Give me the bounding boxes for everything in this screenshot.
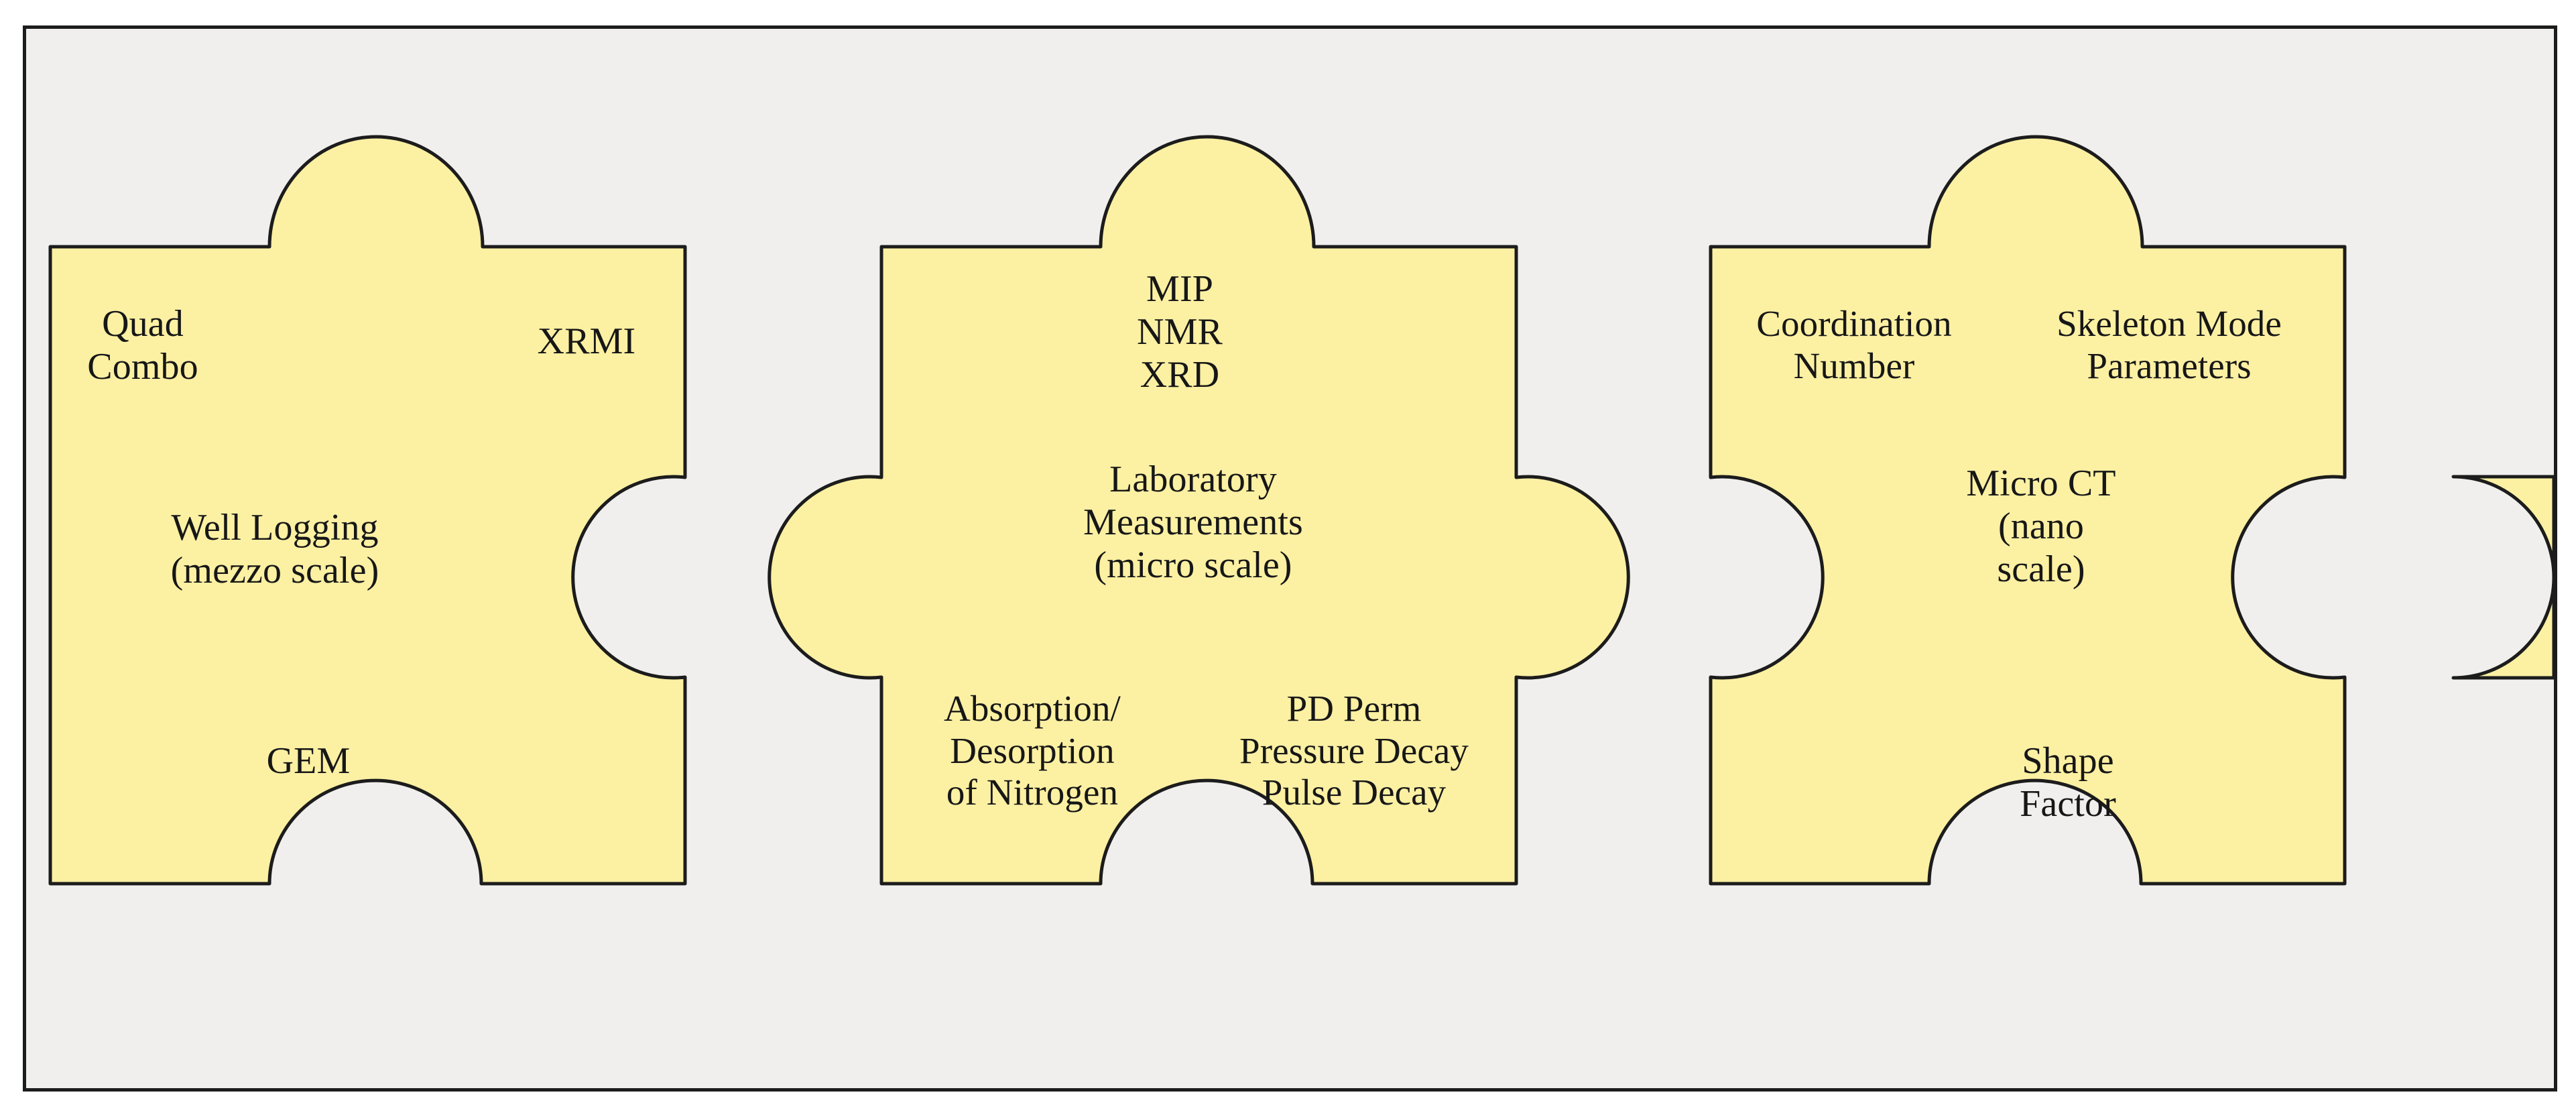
label-gem: GEM xyxy=(266,740,351,782)
label-pd-perm-pressure-pulse-decay: PD Perm Pressure Decay Pulse Decay xyxy=(1239,688,1469,813)
label-mip-nmr-xrd: MIP NMR XRD xyxy=(1137,268,1223,396)
heading-well-logging: Well Logging (mezzo scale) xyxy=(170,507,379,591)
label-coordination-number: Coordination Number xyxy=(1756,303,1952,386)
puzzle-piece-laboratory-measurements[interactable] xyxy=(768,135,1630,886)
label-skeleton-mode-parameters: Skeleton Mode Parameters xyxy=(2057,303,2282,386)
label-shape-factor: Shape Factor xyxy=(2020,740,2116,825)
puzzle-piece-well-logging[interactable] xyxy=(48,135,687,886)
heading-micro-ct: Micro CT (nano scale) xyxy=(1966,463,2116,590)
puzzle-connector-knob-right xyxy=(2451,475,2556,680)
heading-laboratory-measurements: Laboratory Measurements (micro scale) xyxy=(1083,459,1303,586)
label-absorption-desorption-nitrogen: Absorption/ Desorption of Nitrogen xyxy=(944,688,1121,813)
label-quad-combo: Quad Combo xyxy=(87,303,198,388)
label-xrmi: XRMI xyxy=(537,320,636,362)
puzzle-piece-micro-ct[interactable] xyxy=(1709,135,2347,886)
